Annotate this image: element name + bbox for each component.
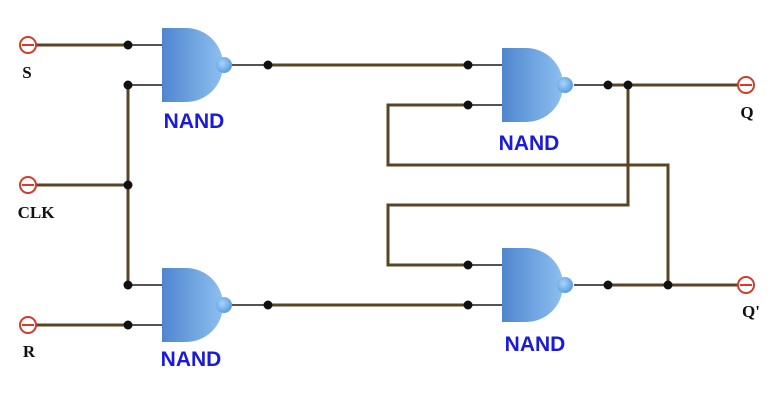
gate-label-3: NAND bbox=[499, 132, 560, 155]
gate-label-4: NAND bbox=[505, 333, 566, 356]
nand-gate-4: NAND bbox=[502, 248, 573, 356]
label-qbar: Q' bbox=[742, 302, 760, 321]
wire-qbar-feedback bbox=[386, 103, 670, 287]
input-terminal-clk bbox=[19, 176, 37, 194]
junction-nodes bbox=[123, 40, 673, 330]
output-terminal-qbar bbox=[737, 276, 755, 294]
label-r: R bbox=[23, 342, 36, 361]
nand-gate-1: NAND bbox=[162, 28, 232, 133]
nand-gate-2: NAND bbox=[161, 268, 232, 371]
label-clk: CLK bbox=[18, 203, 56, 222]
wires bbox=[33, 43, 741, 327]
output-terminal-q bbox=[737, 76, 755, 94]
input-terminal-r bbox=[19, 316, 37, 334]
nand-gate-3: NAND bbox=[499, 48, 573, 155]
label-s: S bbox=[22, 63, 31, 82]
gate-stubs bbox=[128, 44, 608, 326]
label-q: Q bbox=[740, 103, 753, 122]
gate-label-2: NAND bbox=[161, 348, 222, 371]
gate-label-1: NAND bbox=[164, 110, 225, 133]
wire-q-feedback bbox=[386, 83, 630, 267]
input-terminal-s bbox=[19, 36, 37, 54]
